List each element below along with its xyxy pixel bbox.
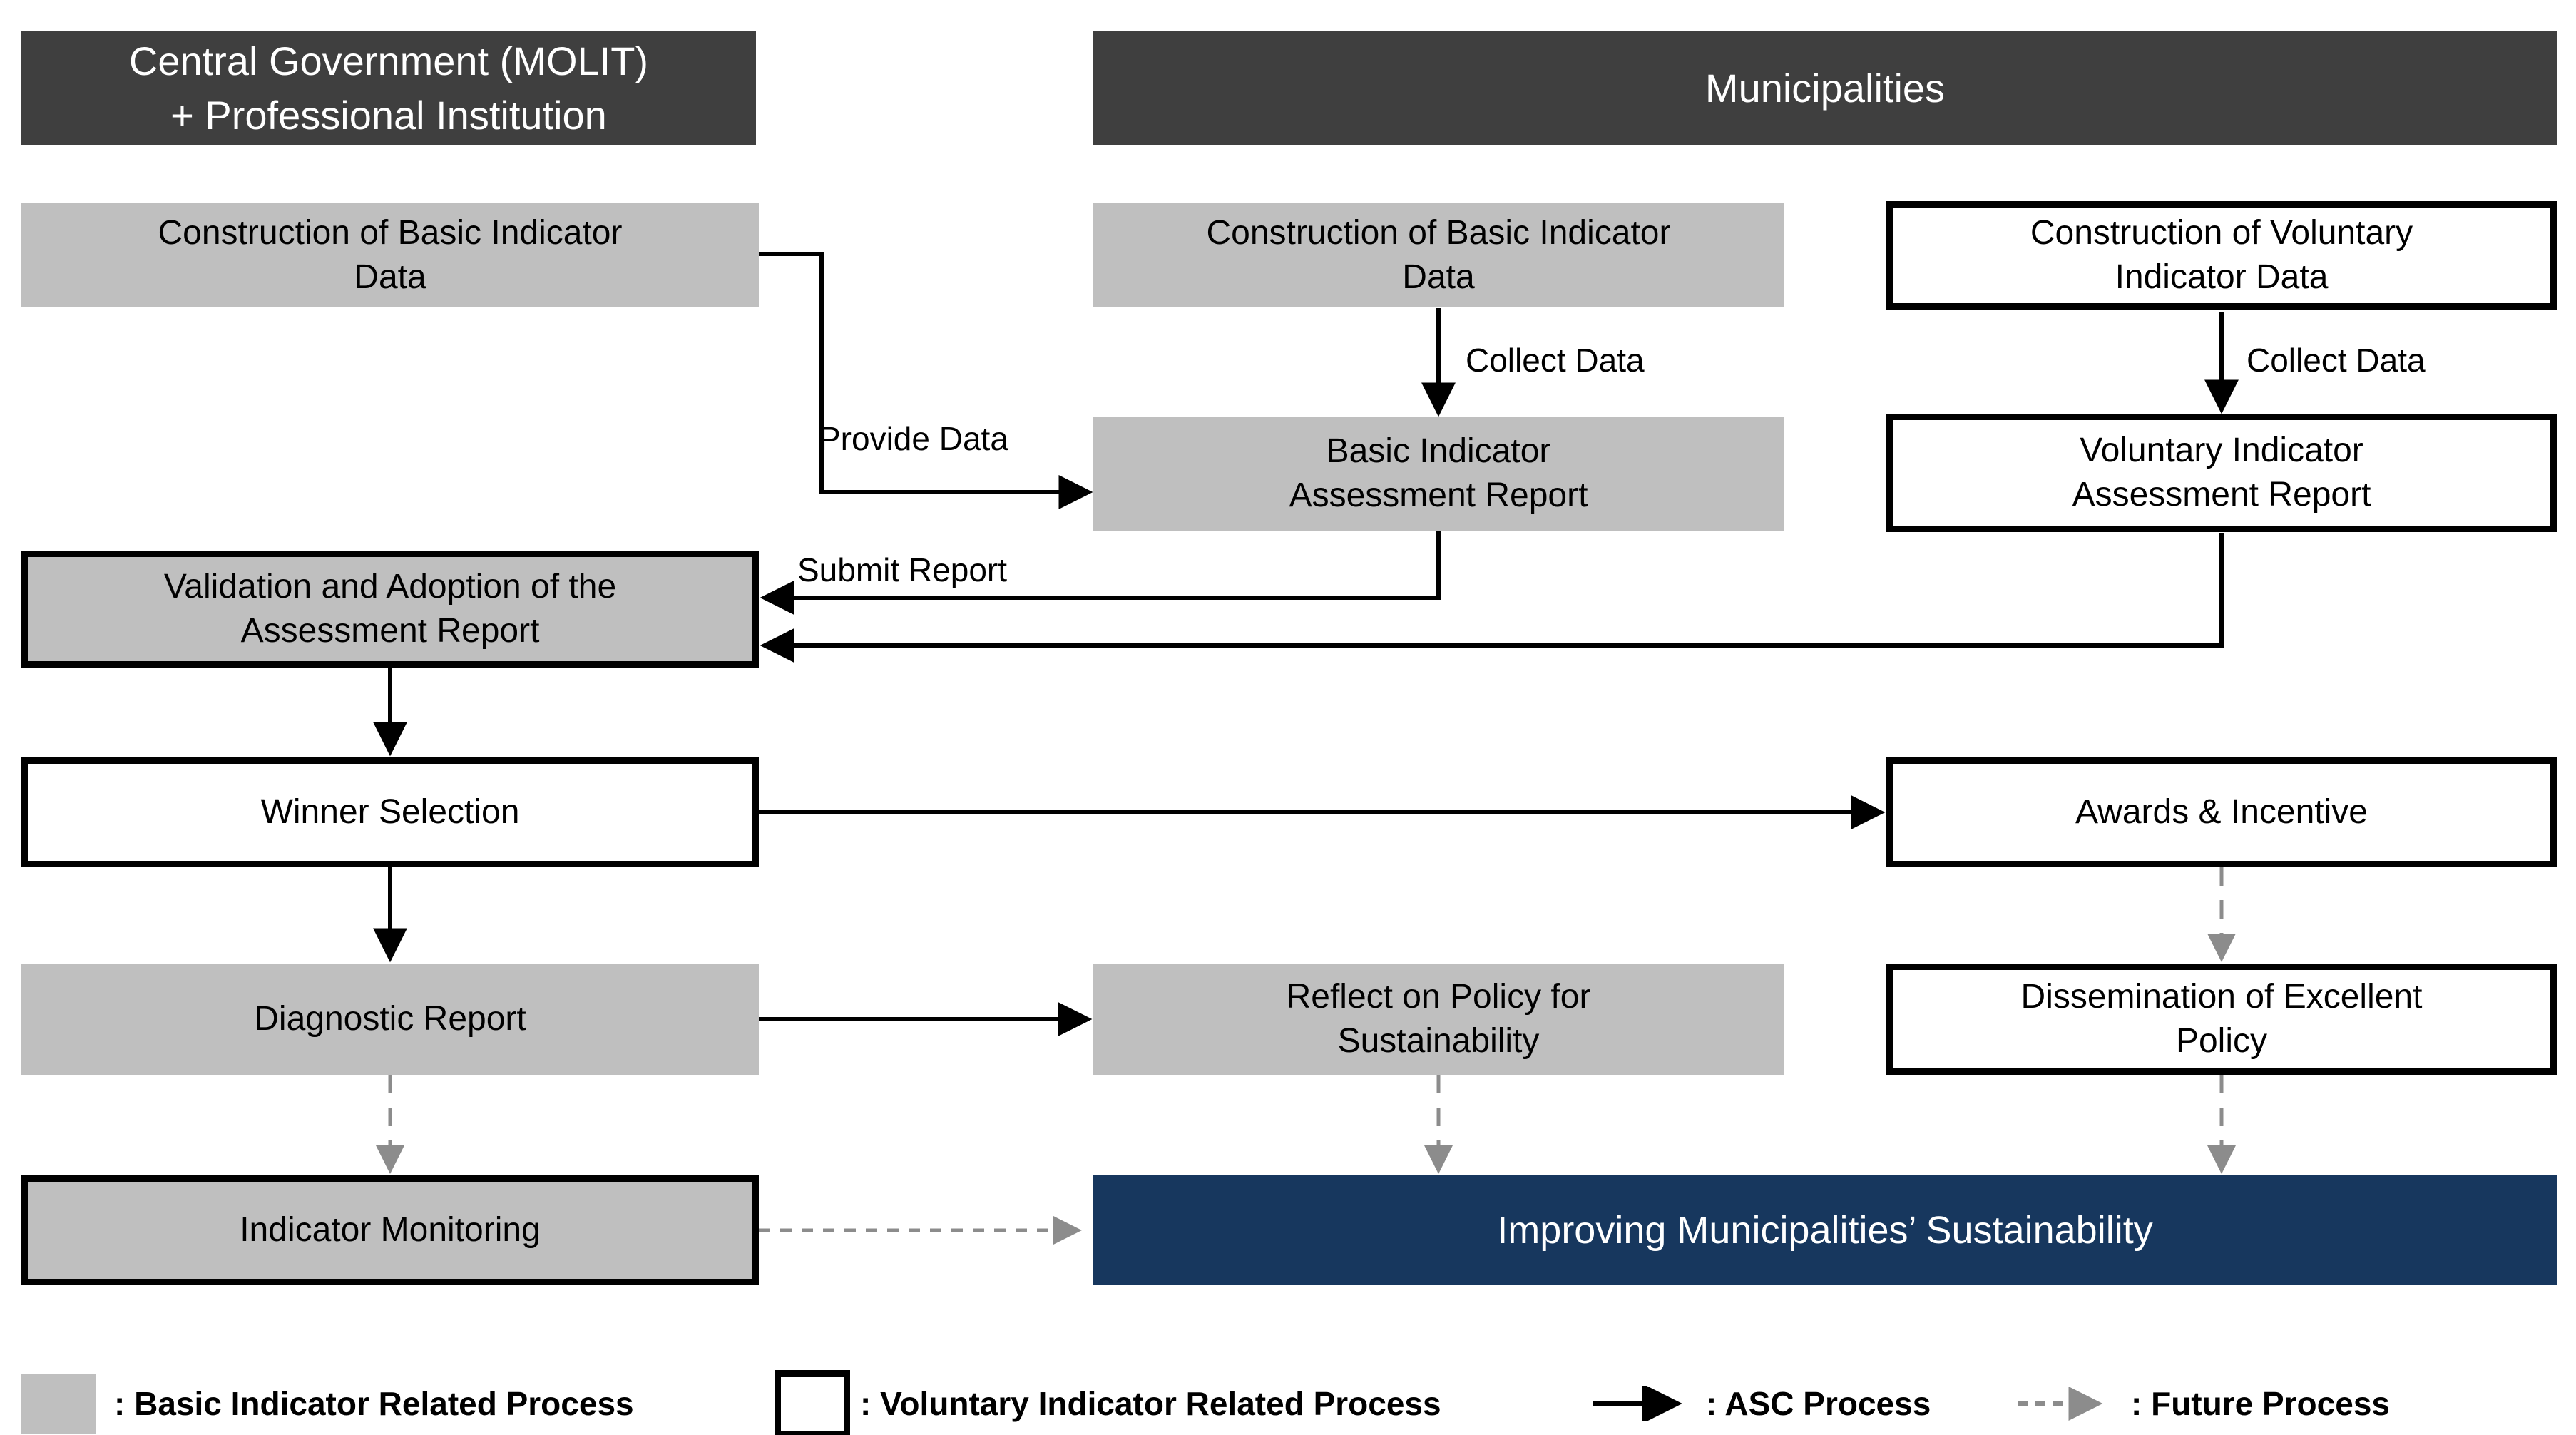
future-process-arrow [2018, 1387, 2103, 1421]
box-dissemination-policy: Dissemination of Excellent Policy [1886, 964, 2557, 1075]
box-awards-incentive: Awards & Incentive [1886, 757, 2557, 867]
legend-item-asc: : ASC Process [1590, 1368, 1931, 1435]
basic-process-swatch [21, 1374, 96, 1434]
edge-label-provide-data: Provide Data [819, 420, 1008, 457]
legend-label-future: : Future Process [2131, 1385, 2390, 1422]
box-diagnostic-report: Diagnostic Report [21, 964, 759, 1075]
header-central-government: Central Government (MOLIT) + Professiona… [21, 31, 756, 145]
edge-label-submit-report: Submit Report [797, 551, 1008, 588]
box-reflect-policy: Reflect on Policy for Sustainability [1093, 964, 1784, 1075]
legend-item-future: : Future Process [2015, 1368, 2390, 1435]
edge-voluntary-report-to-validation [760, 533, 2224, 663]
legend-label-asc: : ASC Process [1706, 1385, 1931, 1422]
asc-process-arrow [1593, 1386, 1682, 1421]
box-basic-assessment-report: Basic Indicator Assessment Report [1093, 417, 1784, 531]
voluntary-process-swatch [775, 1370, 850, 1435]
legend-item-voluntary: : Voluntary Indicator Related Process [775, 1368, 1441, 1435]
box-improving-sustainability-goal: Improving Municipalities’ Sustainability [1093, 1175, 2557, 1285]
edge-label-collect-data-voluntary: Collect Data [2247, 342, 2426, 379]
box-construction-basic-municipal: Construction of Basic Indicator Data [1093, 203, 1784, 307]
box-voluntary-assessment-report: Voluntary Indicator Assessment Report [1886, 414, 2557, 532]
box-construction-voluntary: Construction of Voluntary Indicator Data [1886, 201, 2557, 310]
box-indicator-monitoring: Indicator Monitoring [21, 1175, 759, 1285]
box-construction-basic-central: Construction of Basic Indicator Data [21, 203, 759, 307]
box-winner-selection: Winner Selection [21, 757, 759, 867]
legend-item-basic: : Basic Indicator Related Process [21, 1368, 634, 1435]
edge-submit-report [760, 531, 1441, 615]
edge-label-collect-data-basic: Collect Data [1466, 342, 1645, 379]
legend-label-voluntary: : Voluntary Indicator Related Process [860, 1385, 1441, 1422]
edge-provide-data [759, 252, 1093, 509]
header-municipalities: Municipalities [1093, 31, 2557, 145]
legend-label-basic: : Basic Indicator Related Process [114, 1385, 634, 1422]
box-validation-adoption: Validation and Adoption of the Assessmen… [21, 551, 759, 668]
